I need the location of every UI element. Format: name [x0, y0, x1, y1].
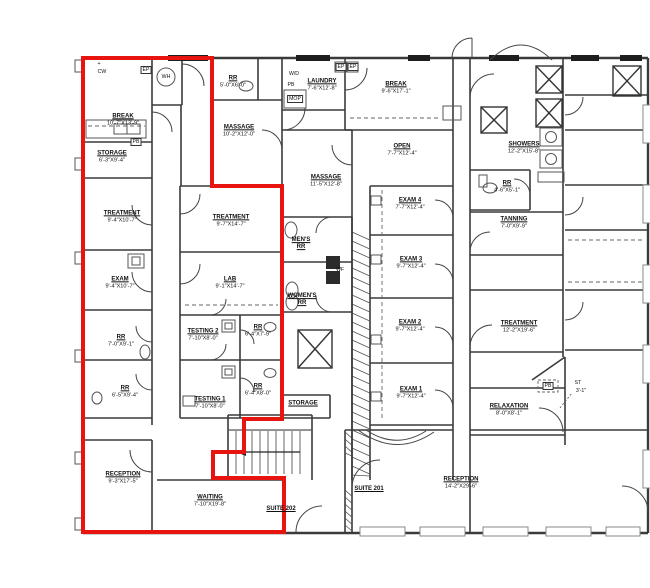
wf-fixture	[326, 256, 340, 284]
dashed-lines	[88, 117, 645, 420]
fixtures	[85, 61, 565, 407]
windows	[74, 55, 650, 537]
selected-suite-outline	[81, 56, 286, 534]
hatched-wall	[351, 231, 371, 477]
door-swings	[129, 37, 649, 533]
interior-walls	[83, 58, 648, 533]
hatched-wall	[344, 431, 353, 532]
elevator-shafts	[297, 65, 642, 369]
